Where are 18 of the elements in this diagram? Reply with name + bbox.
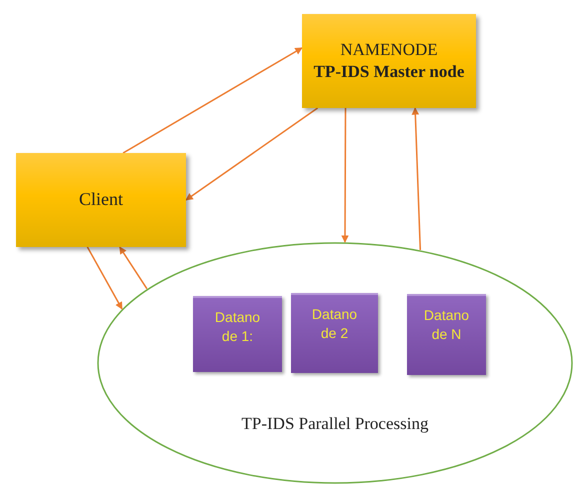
region-label: TP-IDS Parallel Processing — [240, 414, 430, 434]
node-label: TP-IDS Master node — [314, 61, 464, 83]
arrow — [341, 108, 349, 243]
datanode-box — [407, 294, 486, 375]
node-label: NAMENODE — [340, 38, 438, 61]
datanode-box — [193, 296, 282, 372]
arrow — [122, 47, 303, 154]
node-label: Datano de 1: — [214, 308, 262, 346]
process-box — [16, 153, 186, 247]
arrow — [185, 107, 318, 201]
node-label: Client — [79, 188, 123, 212]
datanode-box — [291, 293, 378, 373]
arrow — [86, 246, 123, 310]
node-label: Datano de N — [422, 306, 470, 344]
arrow — [412, 107, 422, 250]
node-label: Datano de 2 — [310, 305, 358, 343]
process-box — [302, 14, 476, 108]
arrow — [119, 246, 148, 290]
